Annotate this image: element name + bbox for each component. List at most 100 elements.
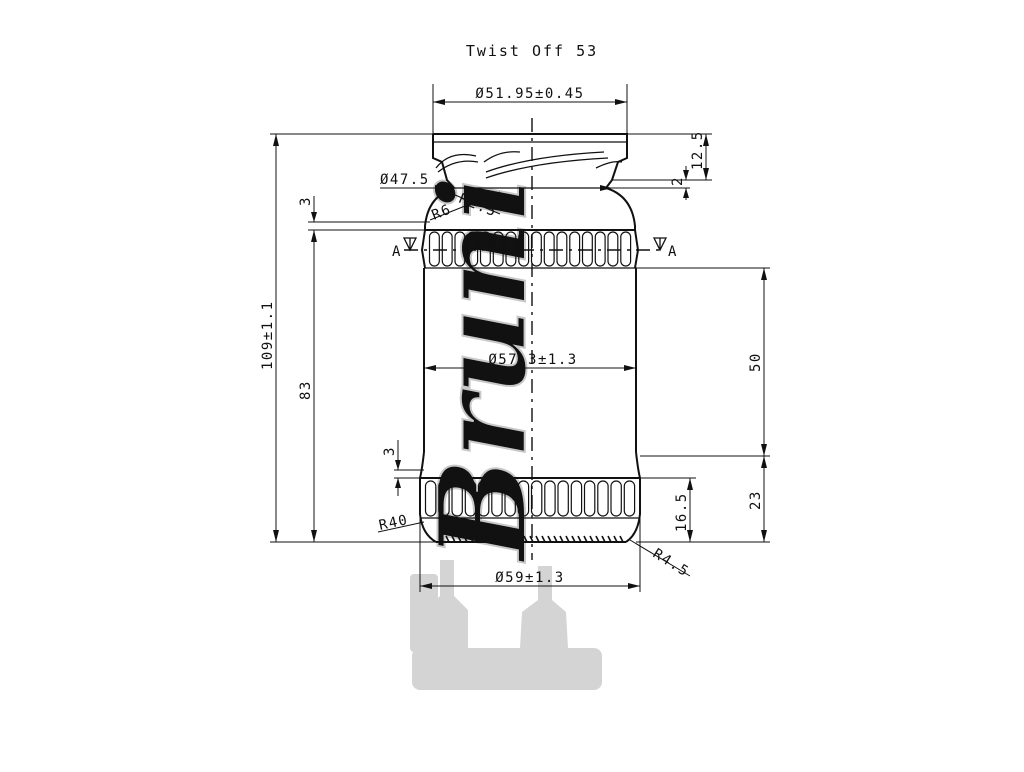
base-tick xyxy=(511,535,516,543)
base-tick xyxy=(469,535,474,543)
lower-knurl xyxy=(597,480,609,517)
svg-text:A: A xyxy=(668,244,678,260)
upper-knurl xyxy=(518,231,530,267)
upper-knurl xyxy=(467,231,479,267)
lower-knurl xyxy=(583,480,596,517)
jar-outline xyxy=(419,133,641,543)
base-tick xyxy=(613,535,618,543)
base-tick xyxy=(499,535,504,543)
base-tick xyxy=(451,535,456,543)
lower-knurl xyxy=(464,480,477,517)
base-tick xyxy=(475,535,480,543)
upper-knurl-band xyxy=(428,231,632,267)
watermark-bottle-icon xyxy=(410,560,602,690)
svg-text:23: 23 xyxy=(748,490,764,510)
svg-text:83: 83 xyxy=(298,380,314,400)
base-tick xyxy=(541,535,546,543)
base-tick xyxy=(553,535,558,543)
upper-knurl xyxy=(543,231,555,267)
lower-knurl xyxy=(451,480,463,517)
lower-knurl-band xyxy=(424,480,636,517)
dim-base-band-height: 16.5 xyxy=(640,477,696,542)
lower-knurl xyxy=(438,480,450,517)
dim-finish-diameter: Ø47.5 xyxy=(380,172,612,191)
section-marker-left: A xyxy=(392,237,418,260)
base-tick xyxy=(529,535,534,543)
lower-knurl xyxy=(570,480,583,517)
base-tick xyxy=(505,535,510,543)
dim-bottom-radius: R4.5 xyxy=(629,539,692,581)
lower-knurl xyxy=(491,480,503,517)
dim-finish-height: 12.5 2 xyxy=(606,130,712,200)
lower-knurl xyxy=(424,480,437,517)
dim-body-height: 50 23 xyxy=(636,267,770,543)
upper-knurl xyxy=(505,231,517,267)
base-tick xyxy=(607,535,612,543)
svg-text:A: A xyxy=(392,244,402,260)
dim-heel-radius: R40 xyxy=(378,512,425,534)
base-tick xyxy=(523,535,528,543)
svg-text:2: 2 xyxy=(670,176,686,186)
svg-text:Ø47.5: Ø47.5 xyxy=(380,172,430,188)
dim-overall-height: 109±1.1 xyxy=(260,133,436,543)
section-marker-right: A xyxy=(652,237,678,260)
base-tick xyxy=(565,535,570,543)
lower-knurl xyxy=(557,480,569,517)
base-tick xyxy=(493,535,498,543)
lower-knurl xyxy=(477,480,490,517)
lower-knurl xyxy=(517,480,530,517)
base-tick xyxy=(463,535,468,543)
svg-text:109±1.1: 109±1.1 xyxy=(260,300,276,370)
svg-text:12.5: 12.5 xyxy=(690,130,706,170)
upper-knurl xyxy=(530,231,542,267)
base-tick xyxy=(601,535,606,543)
svg-text:Ø51.95±0.45: Ø51.95±0.45 xyxy=(475,86,584,102)
svg-text:3: 3 xyxy=(382,446,398,456)
upper-knurl xyxy=(428,231,440,267)
svg-text:Ø57.3±1.3: Ø57.3±1.3 xyxy=(488,352,577,368)
dim-body-diameter: Ø57.3±1.3 xyxy=(424,352,636,371)
upper-knurl xyxy=(620,231,632,267)
upper-knurl xyxy=(594,231,606,267)
svg-text:16.5: 16.5 xyxy=(674,492,690,532)
svg-text:50: 50 xyxy=(748,352,764,372)
base-tick xyxy=(445,535,450,543)
drawing-title: Twist Off 53 xyxy=(466,42,598,60)
upper-knurl xyxy=(479,231,491,267)
svg-text:R40: R40 xyxy=(378,512,410,534)
base-tick xyxy=(487,535,492,543)
upper-knurl xyxy=(556,231,568,267)
dim-base-diameter: Ø59±1.3 xyxy=(419,478,641,592)
base-tick xyxy=(547,535,552,543)
base-tick xyxy=(481,535,486,543)
dim-lower-height: 3 83 xyxy=(298,196,430,542)
base-tick xyxy=(595,535,600,543)
dim-top-diameter: Ø51.95±0.45 xyxy=(432,84,628,134)
base-tick xyxy=(571,535,576,543)
upper-knurl xyxy=(581,231,593,267)
base-tick xyxy=(535,535,540,543)
svg-text:R4.5: R4.5 xyxy=(650,546,692,581)
lower-knurl xyxy=(610,480,622,517)
base-tick xyxy=(559,535,564,543)
dim-lower-offset: 3 xyxy=(382,440,424,496)
lower-knurl xyxy=(623,480,636,517)
lower-knurl xyxy=(544,480,556,517)
upper-knurl xyxy=(492,231,504,267)
upper-knurl xyxy=(607,231,619,267)
base-tick xyxy=(583,535,588,543)
lower-knurl xyxy=(504,480,516,517)
base-tick xyxy=(619,535,624,543)
upper-knurl xyxy=(454,231,466,267)
base-tick xyxy=(517,535,522,543)
upper-knurl xyxy=(441,231,453,267)
base-stipple xyxy=(439,535,624,543)
base-tick xyxy=(589,535,594,543)
base-tick xyxy=(577,535,582,543)
base-tick xyxy=(439,535,444,543)
svg-text:R6: R6 xyxy=(430,201,454,223)
svg-text:3: 3 xyxy=(298,196,314,206)
base-tick xyxy=(457,535,462,543)
svg-text:Ø59±1.3: Ø59±1.3 xyxy=(495,570,565,586)
